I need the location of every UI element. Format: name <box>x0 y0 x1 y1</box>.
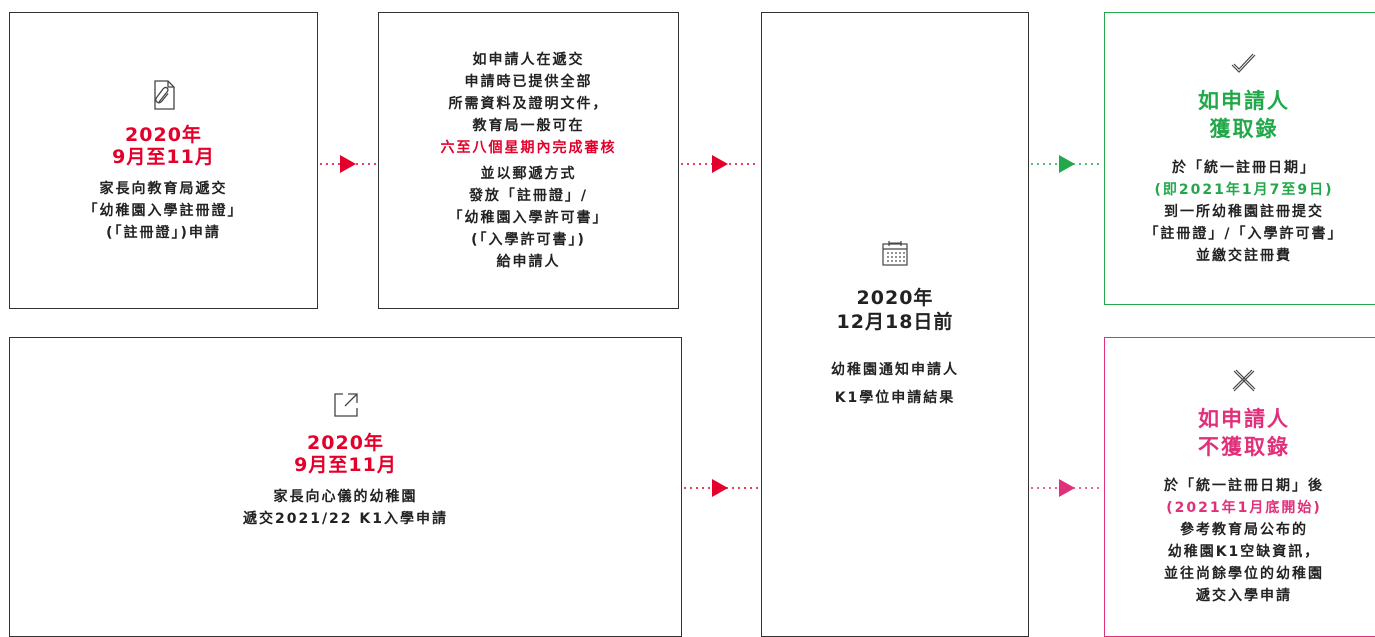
outcome-box-admitted: 如申請人 獲取錄 於「統一註冊日期」 (即2021年1月7至9日) 到一所幼稚園… <box>1104 12 1375 305</box>
step-text: 「幼稚園入學註冊證」 <box>83 202 244 219</box>
step-text: 家長向心儀的幼稚園 <box>273 489 418 505</box>
step-text: 發放「註冊證」/ <box>468 187 589 204</box>
step-text: 遞交入學申請 <box>1196 588 1292 604</box>
step-box-k1-application: 2020年 9月至11月 家長向心儀的幼稚園 遞交2021/22 K1入學申請 <box>9 337 682 637</box>
step-text: 「註冊證」/「入學許可書」 <box>1144 225 1344 242</box>
date-deadline: 12月18日前 <box>836 310 954 333</box>
date-year: 2020年 <box>125 123 202 146</box>
outcome-heading: 獲取錄 <box>1209 116 1279 141</box>
checkmark-icon <box>1230 51 1258 81</box>
step-text: 於「統一註冊日期」後 <box>1164 478 1324 494</box>
outcome-heading: 如申請人 <box>1198 88 1290 113</box>
step-text: 如申請人在遞交 <box>472 51 585 68</box>
step-text: 幼稚園K1空缺資訊， <box>1167 544 1321 560</box>
step-text: 家長向教育局遞交 <box>99 180 228 197</box>
processing-time-highlight: 六至八個星期內完成審核 <box>440 139 617 156</box>
step-text: 參考教育局公布的 <box>1180 522 1308 538</box>
date-year: 2020年 <box>307 432 384 454</box>
step-text: 教育局一般可在 <box>472 117 585 134</box>
step-text: (「入學許可書」) <box>471 231 586 248</box>
calendar-icon <box>880 238 910 272</box>
paperclip-document-icon <box>149 78 179 116</box>
arrow-connector-not-admitted <box>1031 479 1103 497</box>
step-text: 並以郵遞方式 <box>480 165 577 182</box>
step-box-registration-certificate: 2020年 9月至11月 家長向教育局遞交 「幼稚園入學註冊證」 (「註冊證」)… <box>9 12 318 309</box>
arrow-connector-admitted <box>1031 155 1103 173</box>
arrow-connector <box>320 155 376 173</box>
arrow-connector <box>681 155 759 173</box>
step-text: 給申請人 <box>496 253 561 270</box>
step-text: 到一所幼稚園註冊提交 <box>1164 203 1324 220</box>
external-link-icon <box>331 390 361 424</box>
outcome-heading: 如申請人 <box>1198 407 1290 431</box>
step-box-application-review: 如申請人在遞交 申請時已提供全部 所需資料及證明文件， 教育局一般可在 六至八個… <box>378 12 679 309</box>
step-text: (「註冊證」)申請 <box>106 224 221 241</box>
step-text: 幼稚園通知申請人 <box>831 361 959 378</box>
registration-date-highlight: (即2021年1月7至9日) <box>1154 181 1334 198</box>
step-box-application-result: 2020年 12月18日前 幼稚園通知申請人 K1學位申請結果 <box>761 12 1029 637</box>
arrow-connector <box>684 479 760 497</box>
date-range: 9月至11月 <box>112 145 215 168</box>
start-date-highlight: (2021年1月底開始) <box>1166 500 1322 516</box>
step-text: K1學位申請結果 <box>834 389 956 406</box>
cross-icon <box>1230 367 1258 399</box>
step-text: 申請時已提供全部 <box>464 73 593 90</box>
step-text: 「幼稚園入學許可書」 <box>448 209 609 226</box>
outcome-heading: 不獲取錄 <box>1198 435 1290 459</box>
date-range: 9月至11月 <box>294 454 397 476</box>
step-text: 所需資料及證明文件， <box>448 95 609 112</box>
outcome-box-not-admitted: 如申請人 不獲取錄 於「統一註冊日期」後 (2021年1月底開始) 參考教育局公… <box>1104 337 1375 637</box>
step-text: 遞交2021/22 K1入學申請 <box>242 511 449 527</box>
step-text: 於「統一註冊日期」 <box>1172 159 1316 176</box>
step-text: 並繳交註冊費 <box>1196 247 1292 264</box>
date-year: 2020年 <box>856 286 934 309</box>
step-text: 並往尚餘學位的幼稚園 <box>1164 566 1324 582</box>
